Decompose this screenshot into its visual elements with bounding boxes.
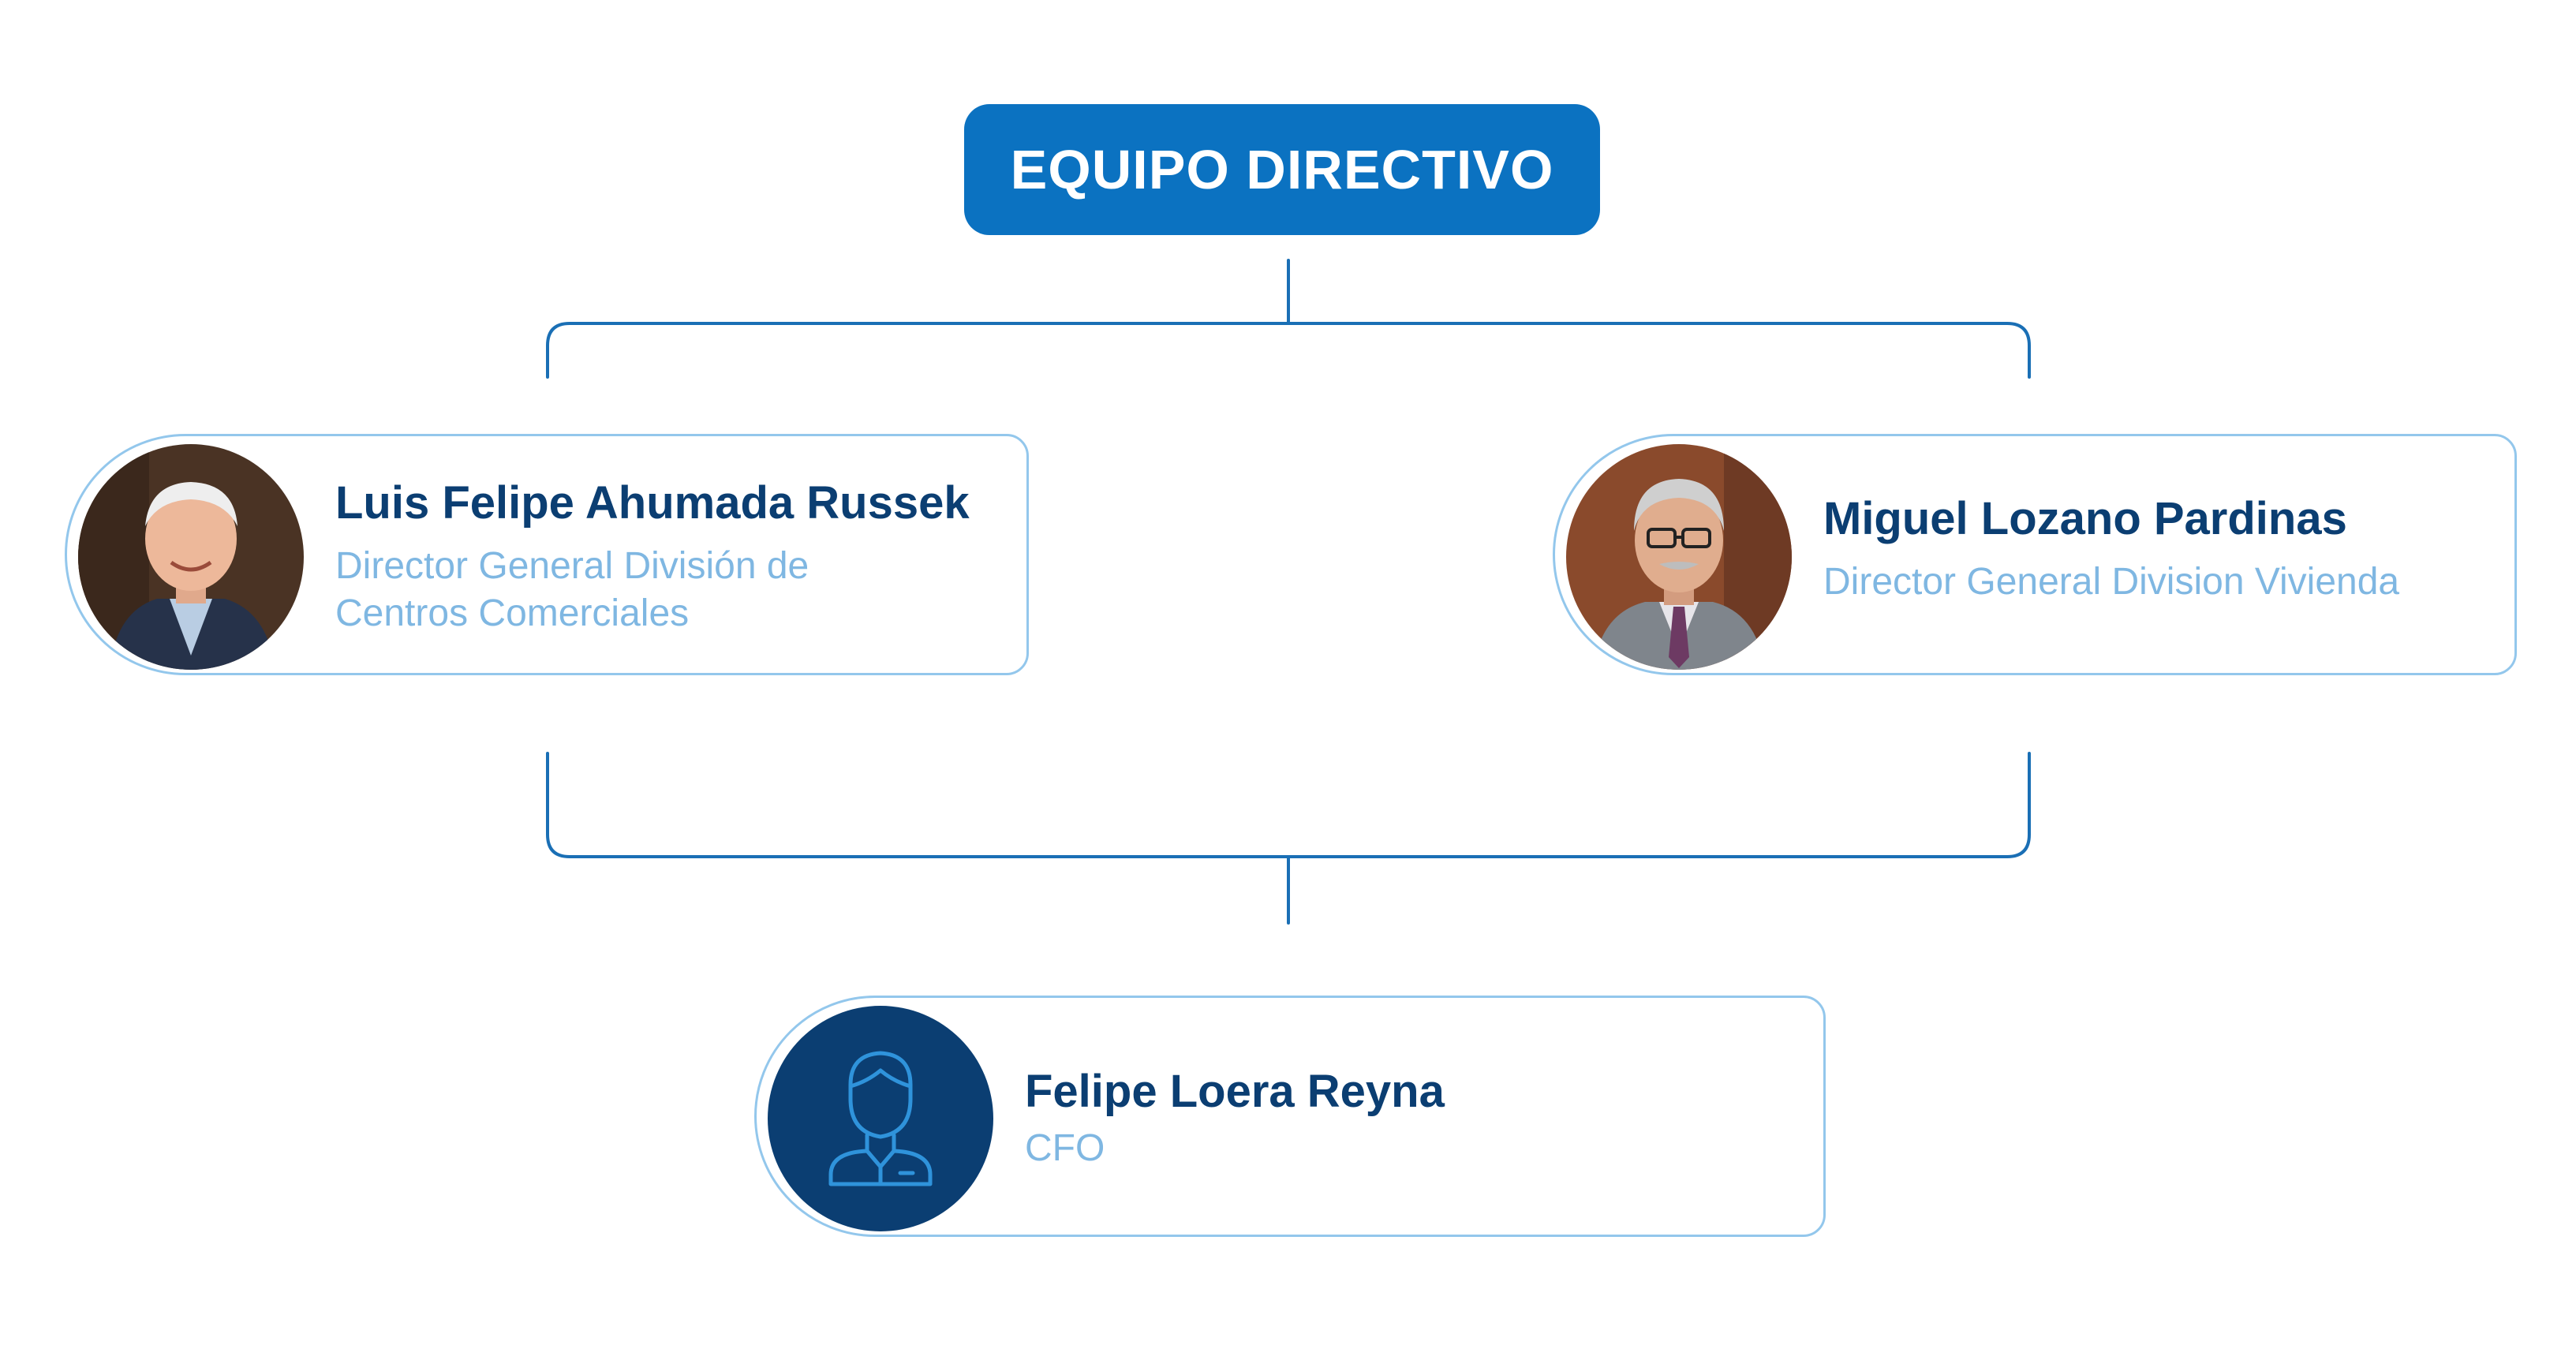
connector-top-bracket [546,322,2031,379]
title-box: EQUIPO DIRECTIVO [964,104,1600,235]
role-line: Director General Division Vivienda [1823,560,2400,603]
person-name: Felipe Loera Reyna [1025,1066,1445,1117]
person-name: Miguel Lozano Pardinas [1823,493,2347,544]
person-role: Director General Division Vivienda [1823,559,2491,606]
diagram-title: EQUIPO DIRECTIVO [1010,139,1554,200]
avatar [1566,444,1792,670]
user-icon [828,1051,933,1186]
person-name: Luis Felipe Ahumada Russek [335,477,970,529]
avatar [78,444,304,670]
person-card-ahumada: Luis Felipe Ahumada Russek Director Gene… [65,434,1029,675]
role-line: CFO [1025,1126,1105,1169]
avatar [768,1006,993,1231]
connector-bottom-bracket [546,752,2031,858]
role-line: Director General División de [335,544,809,587]
person-card-lozano: Miguel Lozano Pardinas Director General … [1553,434,2517,675]
person-role: Director General División de Centros Com… [335,543,1003,637]
person-role: CFO [1025,1125,1800,1172]
role-line: Centros Comerciales [335,592,690,634]
person-card-loera: Felipe Loera Reyna CFO [754,996,1826,1237]
